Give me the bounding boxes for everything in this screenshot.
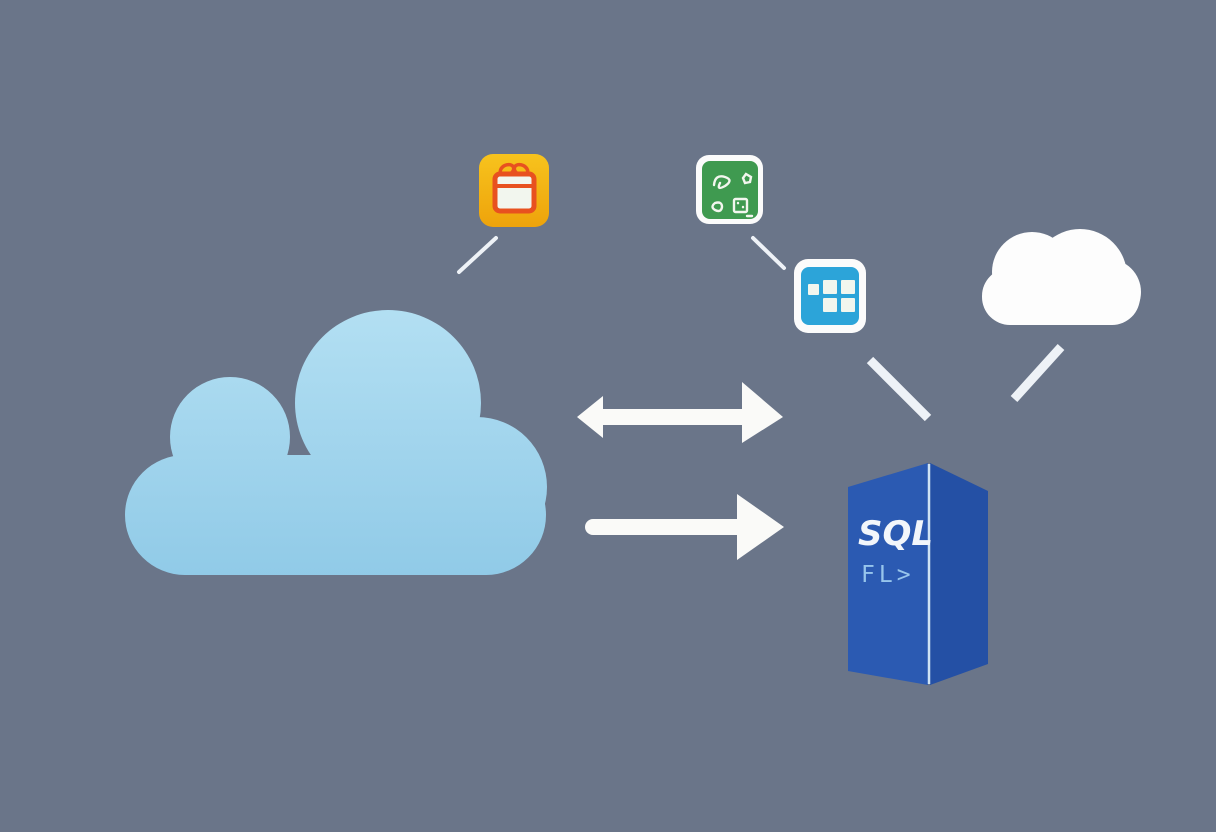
sql-label: SQL xyxy=(858,514,934,554)
sql-box-side-face xyxy=(930,463,988,685)
bidirectional-arrow xyxy=(577,382,783,443)
sql-prompt-text: FL> xyxy=(861,562,915,588)
grid-icon-frame xyxy=(794,259,866,333)
sql-box-front-face xyxy=(848,463,928,685)
gift-icon-background xyxy=(479,154,549,227)
white-cloud-icon xyxy=(982,229,1141,325)
blue-table-grid-icon xyxy=(794,259,866,333)
connector-green-to-grid xyxy=(751,236,786,270)
connector-cloud-to-sql xyxy=(1010,343,1065,403)
grid-icon-cells xyxy=(808,280,855,312)
gift-app-icon xyxy=(479,154,549,227)
large-blue-cloud xyxy=(125,310,547,575)
connector-cloud-to-gift xyxy=(457,236,498,274)
sql-server-box xyxy=(848,463,988,685)
gift-glyph xyxy=(492,162,537,214)
right-arrow xyxy=(585,494,784,560)
connector-grid-to-sql xyxy=(866,356,932,422)
grid-icon-tile xyxy=(801,267,859,325)
green-icon-frame xyxy=(696,155,763,224)
green-icon-tile xyxy=(701,160,758,219)
green-icon-glyphs xyxy=(710,171,753,217)
green-apps-icon xyxy=(696,155,763,224)
